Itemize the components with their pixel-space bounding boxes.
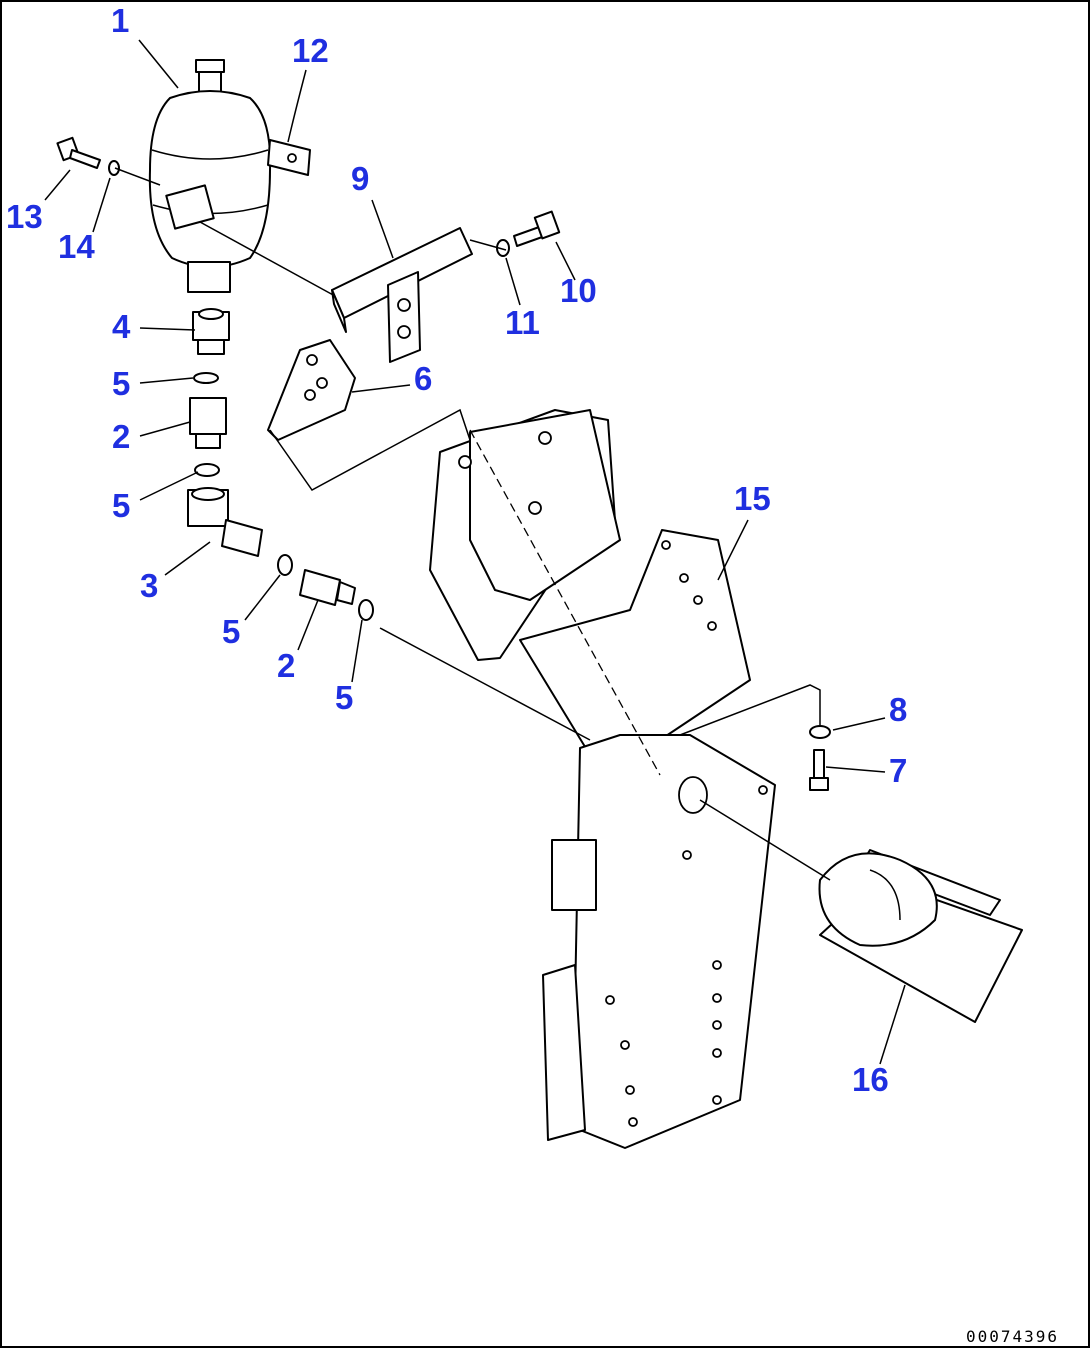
callout-1: 1 <box>111 2 129 39</box>
callout-15: 15 <box>734 480 771 517</box>
elbow-part-3 <box>187 487 263 557</box>
leader-lines <box>44 39 906 1065</box>
callout-5c: 5 <box>222 613 240 650</box>
callout-13: 13 <box>6 198 43 235</box>
o-ring-part-5b <box>194 463 220 477</box>
callout-16: 16 <box>852 1061 889 1098</box>
bracket-part-15 <box>429 409 751 756</box>
clamp-part-12 <box>267 139 311 176</box>
callout-10: 10 <box>560 272 597 309</box>
callout-7: 7 <box>889 752 907 789</box>
plate-part-6 <box>267 339 356 441</box>
callout-6: 6 <box>414 360 432 397</box>
callout-2b: 2 <box>277 647 295 684</box>
washer-part-8 <box>809 725 831 739</box>
bolt-part-10 <box>513 210 561 247</box>
adapter-part-2b <box>299 569 356 606</box>
callout-5d: 5 <box>335 679 353 716</box>
fitting-part-4 <box>192 308 230 355</box>
bracket-part-9 <box>331 227 473 363</box>
o-ring-part-5d <box>358 599 374 621</box>
component-part-16 <box>818 849 1023 1023</box>
bolt-part-13 <box>56 136 101 169</box>
washer-part-14 <box>108 160 120 176</box>
callout-2a: 2 <box>112 418 130 455</box>
callout-12: 12 <box>292 32 329 69</box>
callout-3: 3 <box>140 567 158 604</box>
callout-5a: 5 <box>112 365 130 402</box>
center-line <box>469 429 661 776</box>
callouts: 1 12 9 13 14 10 11 4 6 5 2 5 15 3 5 2 5 … <box>6 2 907 1098</box>
callout-14: 14 <box>58 228 95 265</box>
callout-8: 8 <box>889 691 907 728</box>
o-ring-part-5c <box>277 554 293 576</box>
o-ring-part-5a <box>193 372 219 384</box>
document-number: 00074396 <box>966 1327 1059 1346</box>
accumulator-part-1 <box>148 59 272 293</box>
callout-4: 4 <box>112 308 131 345</box>
callout-5b: 5 <box>112 487 130 524</box>
bolt-part-7 <box>809 749 829 791</box>
callout-9: 9 <box>351 160 369 197</box>
callout-11: 11 <box>505 304 540 341</box>
adapter-part-2a <box>189 397 227 449</box>
mounting-frame <box>542 734 776 1149</box>
